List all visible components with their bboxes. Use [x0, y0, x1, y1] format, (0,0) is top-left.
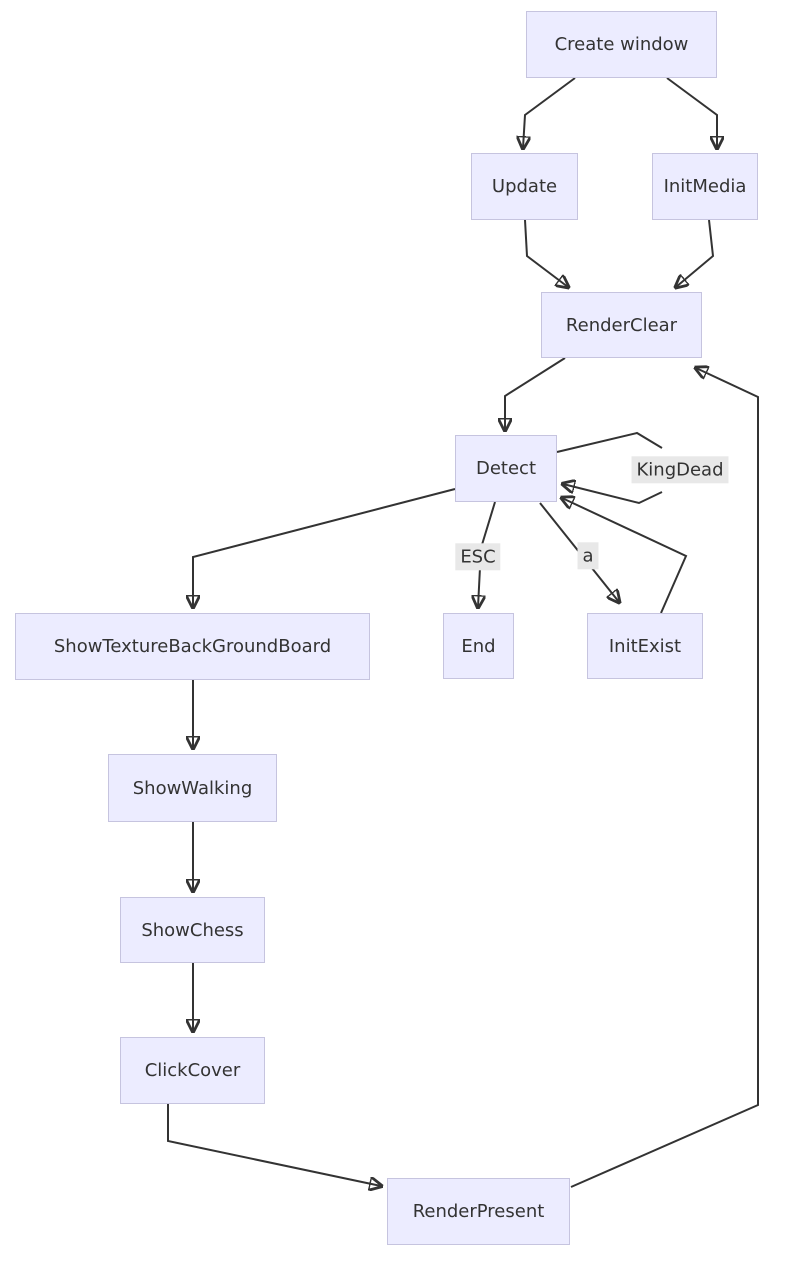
edge-clickcover-renderpresent [167, 1104, 381, 1186]
edge-label-kingdead: KingDead [631, 456, 729, 484]
edge-label-esc: ESC [455, 543, 501, 571]
node-update: Update [471, 153, 578, 220]
edge-kingdead-detect-return [563, 484, 663, 505]
node-create-window: Create window [526, 11, 717, 78]
edge-initmedia-renderclear [676, 219, 715, 287]
node-initmedia: InitMedia [652, 153, 758, 220]
node-detect: Detect [455, 435, 557, 502]
edge-createwindow-initmedia [666, 77, 717, 148]
node-renderclear: RenderClear [541, 292, 702, 358]
node-showwalking: ShowWalking [108, 754, 277, 822]
node-clickcover: ClickCover [120, 1037, 265, 1104]
edge-detect-kingdead-out [556, 431, 663, 453]
node-showtexturebackgroundboard: ShowTextureBackGroundBoard [15, 613, 370, 680]
node-initexist: InitExist [587, 613, 703, 679]
edge-update-renderclear [524, 219, 568, 287]
node-showchess: ShowChess [120, 897, 265, 963]
node-renderpresent: RenderPresent [387, 1178, 570, 1245]
node-end: End [443, 613, 514, 679]
edge-renderpresent-renderclear [570, 368, 759, 1188]
edge-createwindow-update [523, 77, 576, 148]
edge-initexist-detect [562, 498, 688, 614]
edge-renderclear-detect [505, 357, 566, 430]
edge-label-a: a [577, 542, 599, 570]
edge-detect-showtexture [193, 488, 456, 607]
